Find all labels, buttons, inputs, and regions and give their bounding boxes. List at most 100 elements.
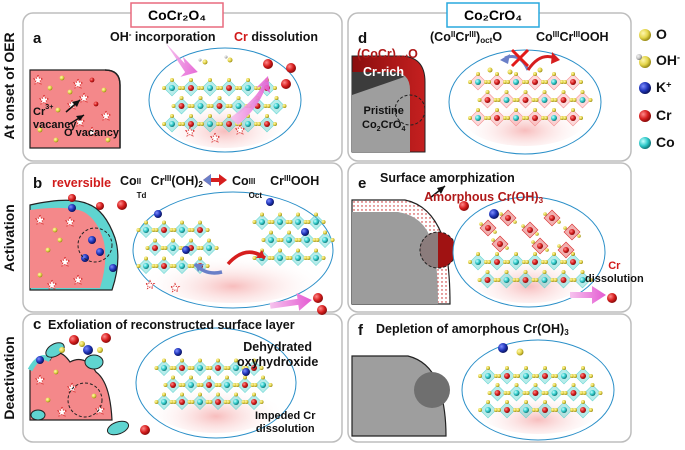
- o-atom: [169, 400, 174, 404]
- cr-atom: [251, 399, 257, 405]
- o-atom: [330, 238, 335, 242]
- o-atom: [234, 392, 238, 397]
- oh-incorporation-label: OH- incorporation: [110, 30, 215, 44]
- o-atom: [545, 248, 549, 252]
- o-atom: [571, 252, 575, 256]
- o-atom: [540, 80, 545, 84]
- co-text: Co: [232, 174, 249, 189]
- o-atom: [272, 86, 277, 90]
- cr-atom: [505, 215, 511, 221]
- o-atom: [559, 260, 564, 264]
- vacancy-star: [144, 279, 156, 290]
- co-atom: [235, 103, 242, 109]
- impeded-text: Impeded Cr: [255, 410, 316, 422]
- cr-atom: [549, 215, 555, 221]
- o-atom: [274, 96, 279, 101]
- o-atom: [521, 260, 526, 264]
- co-atom: [561, 407, 567, 413]
- co-sup: III: [552, 30, 560, 39]
- o-atom: [214, 246, 219, 250]
- cr-sup: III: [164, 174, 172, 183]
- o-atom: [505, 400, 509, 405]
- o-atom: [177, 86, 182, 90]
- cr-atom: [580, 373, 586, 379]
- cr-atom: [504, 407, 510, 413]
- o-atom: [214, 383, 219, 387]
- co-atom: [523, 373, 529, 379]
- cr-text: Cr: [266, 174, 285, 189]
- o-atom: [151, 264, 156, 268]
- o-atom: [45, 247, 51, 253]
- cr-atom: [527, 227, 533, 233]
- cr3-vacancy-label: Cr3+ vacancy: [33, 101, 76, 132]
- open-text: (Co: [430, 30, 451, 45]
- panel-e-dissolution-arrow: [570, 286, 606, 304]
- co-atom: [233, 365, 239, 371]
- cr-atom-released: [459, 201, 469, 211]
- co-atom: [541, 277, 548, 283]
- cr-atom: [215, 399, 221, 405]
- panel-f-lattice: [478, 366, 603, 419]
- o-atom: [525, 116, 530, 120]
- o-atom: [533, 108, 537, 113]
- o-atom: [253, 383, 258, 387]
- o-atom: [287, 230, 291, 235]
- o-atom: [234, 86, 239, 90]
- o-atom: [554, 374, 559, 378]
- cr-atom-released: [607, 293, 617, 303]
- o-atom: [562, 366, 566, 371]
- o-atom: [321, 256, 326, 260]
- o-atom: [487, 116, 492, 120]
- o-atom: [181, 86, 186, 90]
- co-atom: [245, 85, 251, 91]
- o-atom: [512, 278, 517, 282]
- o-atom: [219, 122, 224, 126]
- o-atom: [198, 96, 203, 101]
- o-atom: [582, 391, 587, 395]
- o-atom: [177, 122, 182, 126]
- close-text: ): [476, 30, 481, 45]
- legend-oh-swatch: [636, 54, 651, 68]
- co-atom: [233, 399, 239, 405]
- o-atom: [476, 108, 480, 113]
- cr-text: Cr: [455, 30, 470, 45]
- o-atom: [236, 96, 241, 101]
- legend: [636, 29, 651, 149]
- o-atom: [514, 252, 518, 257]
- o-atom: [208, 114, 212, 119]
- o-atom: [487, 67, 493, 73]
- cr-atom-released: [317, 305, 327, 315]
- oh2-text: (OH): [171, 174, 199, 189]
- o-atom: [223, 400, 228, 404]
- legend-cr-label: Cr: [656, 107, 672, 123]
- cr-atom: [226, 121, 232, 127]
- o-atom: [515, 98, 520, 102]
- o-atom: [261, 238, 266, 242]
- cr-sup: III: [284, 174, 291, 183]
- o-atom: [55, 107, 61, 113]
- k-atom: [83, 345, 93, 355]
- o-atom: [208, 366, 213, 370]
- o-atom: [278, 248, 282, 253]
- o-atom: [506, 391, 511, 395]
- o-atom: [209, 104, 214, 108]
- o-atom: [259, 366, 264, 370]
- o-atom: [306, 220, 311, 224]
- panel-letter-b: b: [33, 175, 43, 192]
- k-atom: [174, 348, 182, 356]
- o-atom: [571, 72, 575, 77]
- cr-atom: [484, 277, 491, 283]
- co-atom: [277, 255, 283, 261]
- cr-atom-released: [286, 63, 296, 73]
- vacancy-star: [66, 381, 78, 393]
- co-sup: II: [450, 30, 456, 39]
- k-atom: [81, 254, 89, 262]
- o-atom: [572, 278, 577, 282]
- o-atom: [499, 212, 503, 216]
- o-atom: [531, 98, 536, 102]
- blocked-transformation: [500, 48, 560, 71]
- cr-text: Cr: [608, 260, 621, 272]
- o-atom: [208, 400, 213, 404]
- o-atom: [476, 72, 480, 77]
